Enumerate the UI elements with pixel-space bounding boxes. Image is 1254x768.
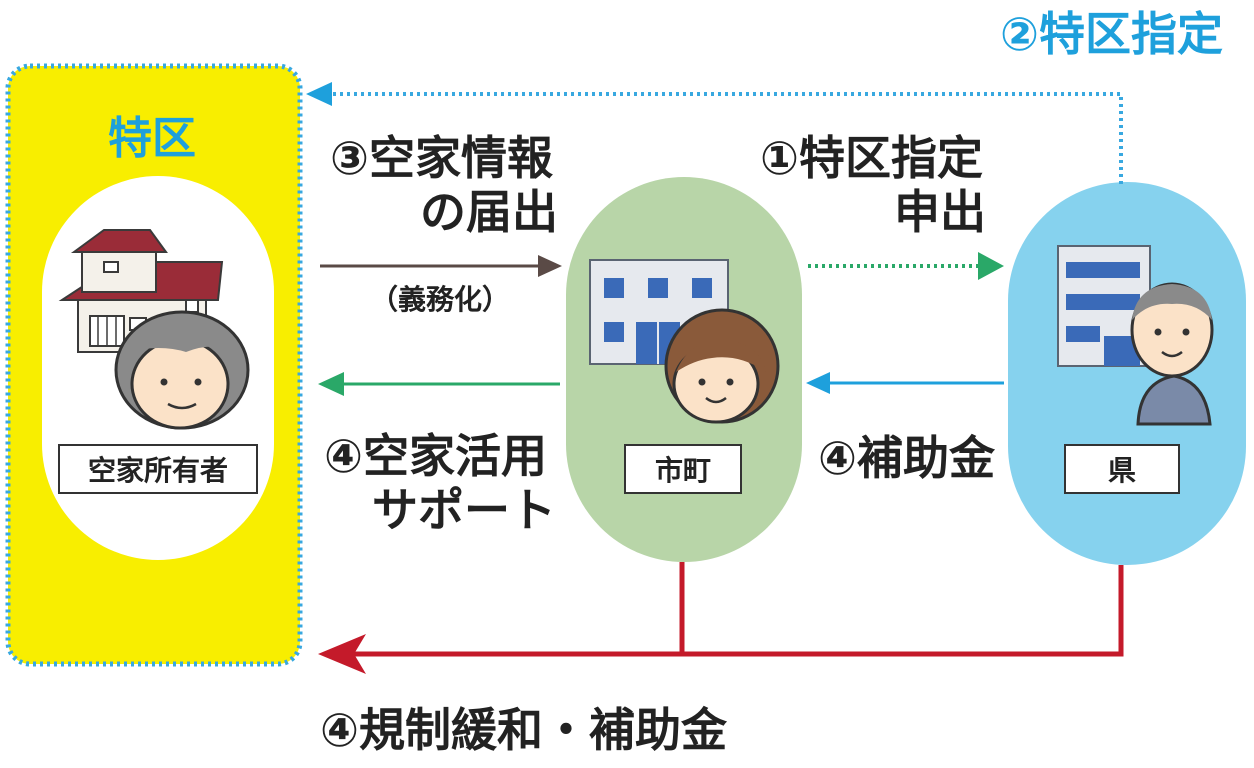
designation-arrowhead <box>306 82 332 106</box>
dereg-connector-pref <box>350 565 1124 657</box>
prefecture-pill <box>1008 182 1246 565</box>
apply-label-line1: ①特区指定 <box>760 131 983 185</box>
report-label-line2: の届出 <box>420 185 558 239</box>
subsidy-label: ④補助金 <box>818 431 995 485</box>
report-note: （義務化） <box>370 283 511 316</box>
apply-arrowhead <box>978 252 1004 280</box>
deregulation-label: ④規制緩和・補助金 <box>320 703 727 757</box>
owner-person-illustration <box>114 310 250 430</box>
report-label-line1: ③空家情報 <box>330 131 553 185</box>
apply-label-line2: 申出 <box>894 185 986 239</box>
city-label: 市町 <box>624 444 742 494</box>
dereg-arrowhead <box>318 634 366 674</box>
support-label-line1: ④空家活用 <box>324 429 547 483</box>
zone-title: 特区 <box>108 113 196 164</box>
report-arrowhead <box>538 255 562 277</box>
support-arrowhead <box>318 372 344 396</box>
top-designation-label: ②特区指定 <box>1000 7 1223 61</box>
prefecture-label: 県 <box>1064 444 1180 494</box>
prefecture-person-illustration <box>1130 282 1214 426</box>
subsidy-arrowhead <box>806 372 830 394</box>
prefecture-building-illustration <box>1057 245 1151 367</box>
designation-connector-line <box>330 92 1123 184</box>
owner-label: 空家所有者 <box>58 444 258 494</box>
support-label-line2: サポート <box>372 483 556 537</box>
city-person-illustration <box>664 308 780 424</box>
